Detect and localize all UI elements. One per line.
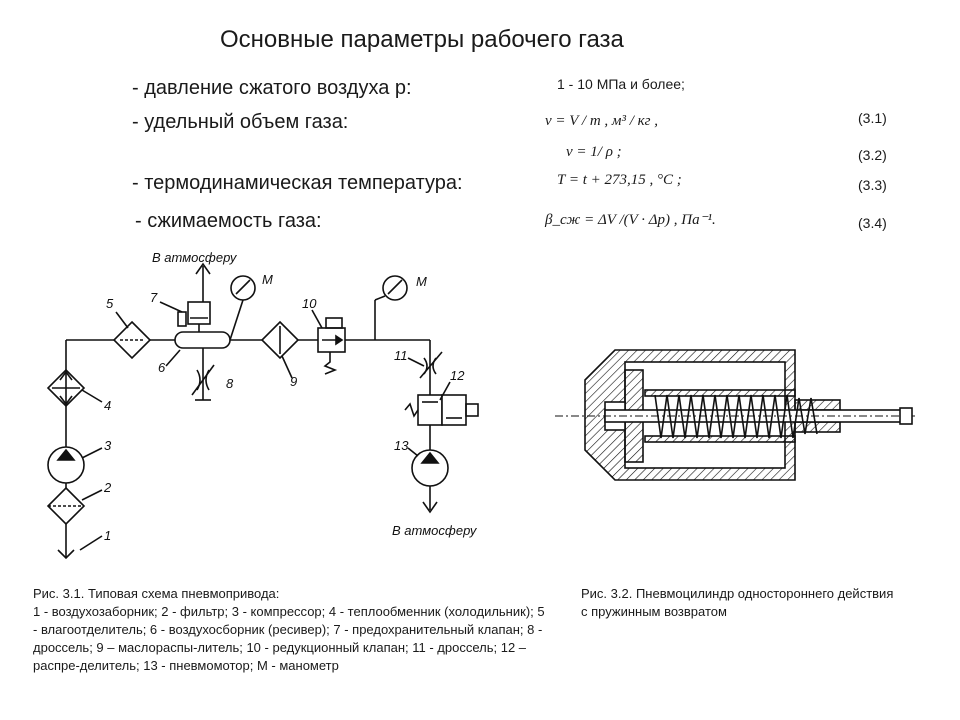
param-pressure-value: 1 - 10 МПа и более; [557, 76, 685, 92]
scheme-number-3: 3 [104, 438, 112, 453]
scheme-number-10: 10 [302, 296, 317, 311]
eq-number-3-4: (3.4) [858, 215, 887, 231]
param-temperature-label: - термодинамическая температура: [132, 172, 463, 194]
formula-3-4: β_сж = ΔV /(V · Δp) , Па⁻¹. [545, 212, 716, 228]
scheme-number-6: 6 [158, 360, 166, 375]
scheme-number-11: 11 [394, 348, 408, 363]
scheme-number-13: 13 [394, 438, 409, 453]
gauge-label-2: М [416, 274, 427, 289]
page-title: Основные параметры рабочего газа [220, 26, 624, 53]
atmosphere-label-top: В атмосферу [152, 250, 238, 265]
scheme-number-2: 2 [103, 480, 112, 495]
scheme-number-7: 7 [150, 290, 158, 305]
eq-number-3-1: (3.1) [858, 110, 887, 126]
param-volume-label: - удельный объем газа: [132, 111, 349, 133]
eq-number-3-3: (3.3) [858, 177, 887, 193]
gauge-label-1: М [262, 272, 273, 287]
scheme-number-1: 1 [104, 528, 111, 543]
scheme-number-12: 12 [450, 368, 465, 383]
figure-3-2-caption: Рис. 3.2. Пневмоцилиндр одностороннего д… [581, 586, 894, 619]
scheme-number-9: 9 [290, 374, 297, 389]
param-compressibility-label: - сжимаемость газа: [135, 210, 322, 232]
eq-number-3-2: (3.2) [858, 147, 887, 163]
formula-3-2: ν = 1/ ρ ; [566, 144, 622, 160]
pneumatic-scheme-diagram: В атмосферу В атмосферу М М 1 2 3 4 5 6 … [46, 250, 479, 560]
scheme-number-4: 4 [104, 398, 111, 413]
scheme-number-5: 5 [106, 296, 114, 311]
param-pressure-label: - давление сжатого воздуха р: [132, 77, 412, 99]
atmosphere-label-bottom: В атмосферу [392, 523, 478, 538]
figure-3-1-caption: Рис. 3.1. Типовая схема пневмопривода: 1… [33, 586, 545, 673]
scheme-number-8: 8 [226, 376, 234, 391]
formula-3-3: T = t + 273,15 , °C ; [557, 172, 682, 188]
pneumatic-cylinder-drawing [555, 349, 915, 481]
formula-3-1: ν = V / m , м³ / кг , [545, 113, 659, 129]
